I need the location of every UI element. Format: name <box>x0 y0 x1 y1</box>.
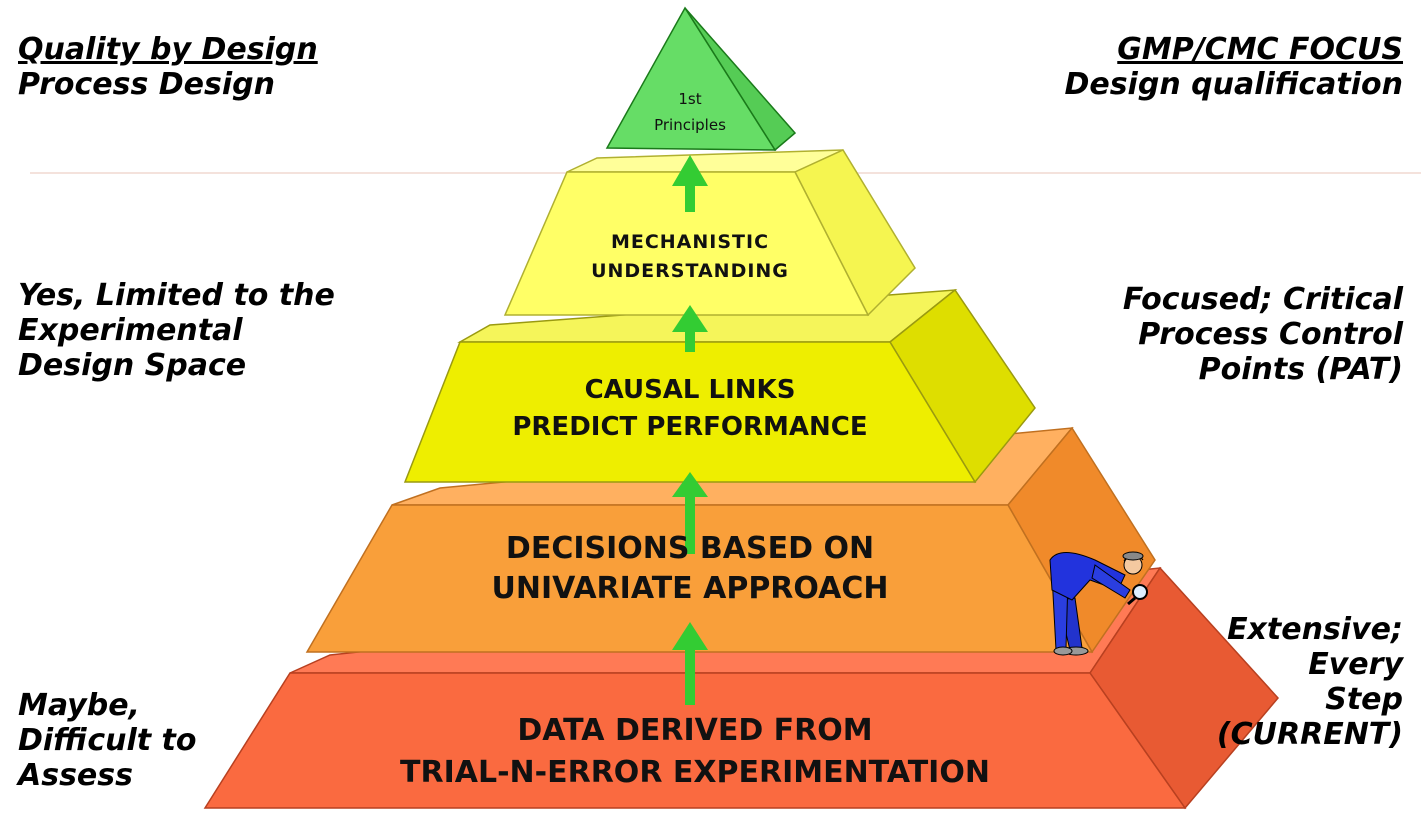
right-upper-line-2: Process Control <box>1138 317 1403 352</box>
right-upper-line-3: Points (PAT) <box>1198 352 1403 387</box>
tip-label-line-2: Principles <box>654 116 726 134</box>
tier-3-label-line-1: CAUSAL LINKS <box>585 375 796 405</box>
tier-4-label-line-1: DECISIONS BASED ON <box>506 531 874 566</box>
tier-3-label-line-2: PREDICT PERFORMANCE <box>512 412 867 442</box>
right-lower-line-2: Every <box>1308 647 1403 682</box>
left-upper-line-1: Yes, Limited to the <box>18 278 335 313</box>
left-lower-line-1: Maybe, <box>18 688 140 723</box>
left-upper-line-2: Experimental <box>18 313 243 348</box>
tier-5-label-line-2: TRIAL-N-ERROR EXPERIMENTATION <box>400 755 990 790</box>
right-upper-label: Focused; Critical Process Control Points… <box>1123 282 1403 387</box>
right-lower-label: Extensive; Every Step (CURRENT) <box>1217 612 1403 752</box>
right-lower-line-4: (CURRENT) <box>1216 717 1403 752</box>
inspector-figure-icon <box>1049 551 1148 656</box>
left-lower-line-2: Difficult to <box>18 723 197 758</box>
left-upper-line-3: Design Space <box>18 348 247 383</box>
left-lower-line-3: Assess <box>18 758 133 793</box>
left-upper-label: Yes, Limited to the Experimental Design … <box>18 278 335 383</box>
left-lower-label: Maybe, Difficult to Assess <box>18 688 196 793</box>
tier-2-label-line-2: UNDERSTANDING <box>591 260 789 282</box>
right-upper-line-1: Focused; Critical <box>1122 282 1403 317</box>
left-heading: Quality by Design Process Design <box>18 32 318 102</box>
left-title: Quality by Design <box>18 32 318 67</box>
arrow-up-icon-tier3 <box>672 305 708 352</box>
tip-label-line-1: 1st <box>678 90 701 108</box>
tier-2-block <box>503 149 916 317</box>
tier-5-label-line-1: DATA DERIVED FROM <box>517 713 872 748</box>
right-heading: GMP/CMC FOCUS Design qualification <box>1064 32 1403 102</box>
tier-4-label-line-2: UNIVARIATE APPROACH <box>492 571 889 606</box>
right-title: GMP/CMC FOCUS <box>1117 32 1403 67</box>
arrow-up-icon-tier4 <box>672 472 708 554</box>
arrow-up-icon-tier5 <box>672 622 708 705</box>
right-lower-line-1: Extensive; <box>1227 612 1403 647</box>
right-lower-line-3: Step <box>1325 682 1403 717</box>
arrow-up-icon-tier2 <box>672 155 708 212</box>
left-subtitle: Process Design <box>18 67 275 102</box>
right-subtitle: Design qualification <box>1064 67 1403 102</box>
tier-2-label-line-1: MECHANISTIC <box>611 231 769 253</box>
tip-block <box>605 6 797 152</box>
